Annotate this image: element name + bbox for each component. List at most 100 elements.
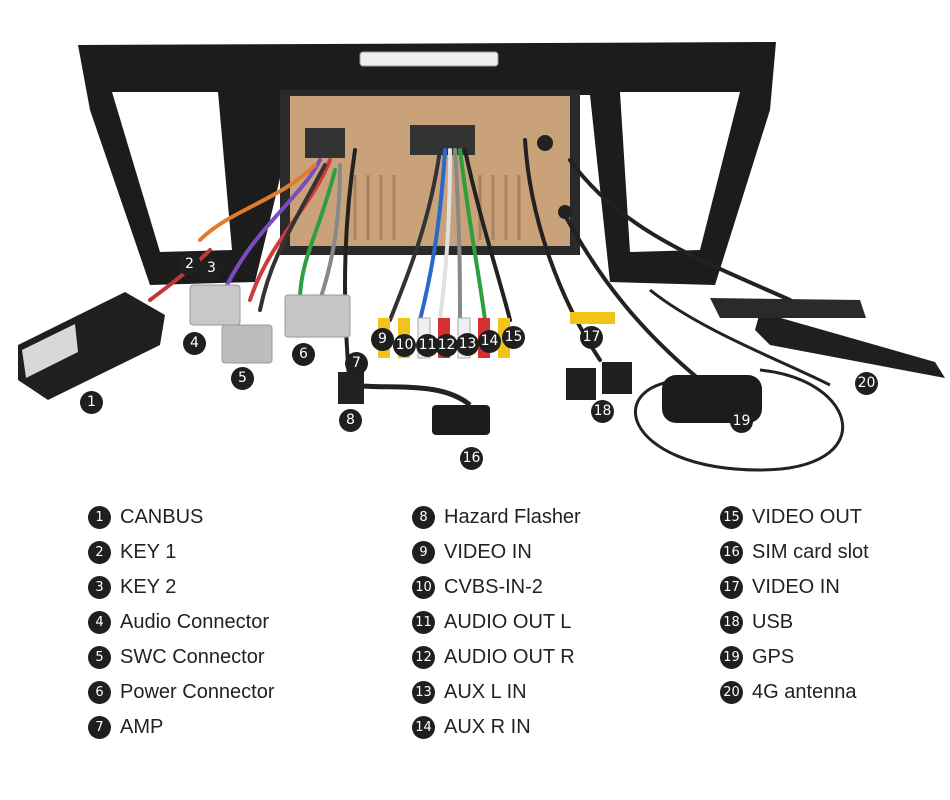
marker-sim-card-slot: 16 (460, 447, 483, 470)
canbus-label (22, 324, 78, 378)
legend-number-badge: 9 (412, 541, 435, 564)
legend-label: KEY 1 (120, 541, 177, 563)
sim-slot-cable (349, 382, 472, 407)
legend-item: 6 Power Connector (88, 675, 275, 710)
antenna-cables (649, 288, 831, 387)
legend-item: 13 AUX L IN (412, 675, 581, 710)
legend-number-badge: 18 (720, 611, 743, 634)
legend-label: 4G antenna (752, 681, 857, 703)
legend-number-badge: 4 (88, 611, 111, 634)
legend-item: 16 SIM card slot (720, 535, 869, 570)
antenna-jack-top (537, 135, 553, 151)
legend-label: Audio Connector (120, 611, 269, 633)
usb-plug-1 (566, 368, 596, 400)
marker-key-2: 3 (200, 257, 223, 280)
top-bracket (359, 51, 499, 67)
legend-item: 8 Hazard Flasher (412, 500, 581, 535)
legend-number-badge: 20 (720, 681, 743, 704)
legend-number-badge: 12 (412, 646, 435, 669)
legend-item: 14 AUX R IN (412, 710, 581, 745)
legend-number-badge: 15 (720, 506, 743, 529)
canbus-box (18, 292, 165, 400)
marker-audio-out-l: 11 (416, 334, 439, 357)
legend-item: 18 USB (720, 605, 869, 640)
marker-audio-out-r: 12 (435, 334, 458, 357)
legend-number-badge: 16 (720, 541, 743, 564)
legend-item: 3 KEY 2 (88, 570, 275, 605)
legend-label: Power Connector (120, 681, 275, 703)
plug-power (284, 294, 351, 338)
marker-power-connector: 6 (292, 343, 315, 366)
marker-amp: 7 (345, 352, 368, 375)
legend-label: GPS (752, 646, 795, 668)
legend-number-badge: 11 (412, 611, 435, 634)
legend-label: CVBS-IN-2 (444, 576, 543, 598)
antenna-4g-1 (755, 312, 945, 378)
legend-label: AMP (120, 716, 164, 738)
legend-number-badge: 14 (412, 716, 435, 739)
legend-number-badge: 5 (88, 646, 111, 669)
legend-item: 4 Audio Connector (88, 605, 275, 640)
legend-item: 2 KEY 1 (88, 535, 275, 570)
legend-number-badge: 1 (88, 506, 111, 529)
legend-item: 11 AUDIO OUT L (412, 605, 581, 640)
legend-number-badge: 7 (88, 716, 111, 739)
legend-item: 7 AMP (88, 710, 275, 745)
legend-number-badge: 3 (88, 576, 111, 599)
legend-number-badge: 6 (88, 681, 111, 704)
marker-key-1: 2 (178, 253, 201, 276)
frame-left-window (112, 92, 232, 252)
wire-bundle (148, 138, 792, 392)
legend-item: 9 VIDEO IN (412, 535, 581, 570)
marker-swc-connector: 5 (231, 367, 254, 390)
sim-slot-box (432, 405, 490, 435)
legend-column-2: 8 Hazard Flasher 9 VIDEO IN 10 CVBS-IN-2 11… (412, 500, 581, 745)
marker-video-out: 15 (502, 326, 525, 349)
legend-number-badge: 8 (412, 506, 435, 529)
marker-gps: 19 (730, 410, 753, 433)
legend-number-badge: 13 (412, 681, 435, 704)
vent-slots (353, 175, 521, 240)
legend-label: Hazard Flasher (444, 506, 581, 528)
antenna-4g-2 (710, 298, 866, 318)
legend-label: VIDEO IN (444, 541, 532, 563)
legend-label: KEY 2 (120, 576, 177, 598)
legend-item: 12 AUDIO OUT R (412, 640, 581, 675)
dash-frame (78, 42, 776, 285)
connector-block-left (305, 128, 345, 158)
legend-label: USB (752, 611, 794, 633)
legend-number-badge: 19 (720, 646, 743, 669)
marker-canbus: 1 (80, 391, 103, 414)
legend-label: AUDIO OUT R (444, 646, 575, 668)
head-unit-illustration (18, 42, 945, 472)
legend-label: SIM card slot (752, 541, 869, 563)
legend-number-badge: 2 (88, 541, 111, 564)
legend-number-badge: 10 (412, 576, 435, 599)
plug-swc (221, 324, 273, 364)
marker-usb: 18 (591, 400, 614, 423)
gps-cable (634, 368, 844, 472)
marker-aux-l-in: 13 (456, 333, 479, 356)
marker-aux-r-in: 14 (478, 330, 501, 353)
marker-4g-antenna: 20 (855, 372, 878, 395)
legend-label: AUX L IN (444, 681, 527, 703)
legend-label: VIDEO IN (752, 576, 840, 598)
legend-item: 20 4G antenna (720, 675, 869, 710)
legend-label: AUDIO OUT L (444, 611, 572, 633)
frame-right-window (620, 92, 740, 252)
plug-audio (189, 284, 241, 326)
marker-audio-connector: 4 (183, 332, 206, 355)
marker-hazard-flasher: 8 (339, 409, 362, 432)
marker-cvbs-in-2: 10 (393, 334, 416, 357)
marker-video-in: 9 (371, 328, 394, 351)
antenna-jack-bottom (558, 205, 572, 219)
legend-label: AUX R IN (444, 716, 531, 738)
legend-number-badge: 17 (720, 576, 743, 599)
legend-item: 10 CVBS-IN-2 (412, 570, 581, 605)
usb-plug-2 (602, 362, 632, 394)
